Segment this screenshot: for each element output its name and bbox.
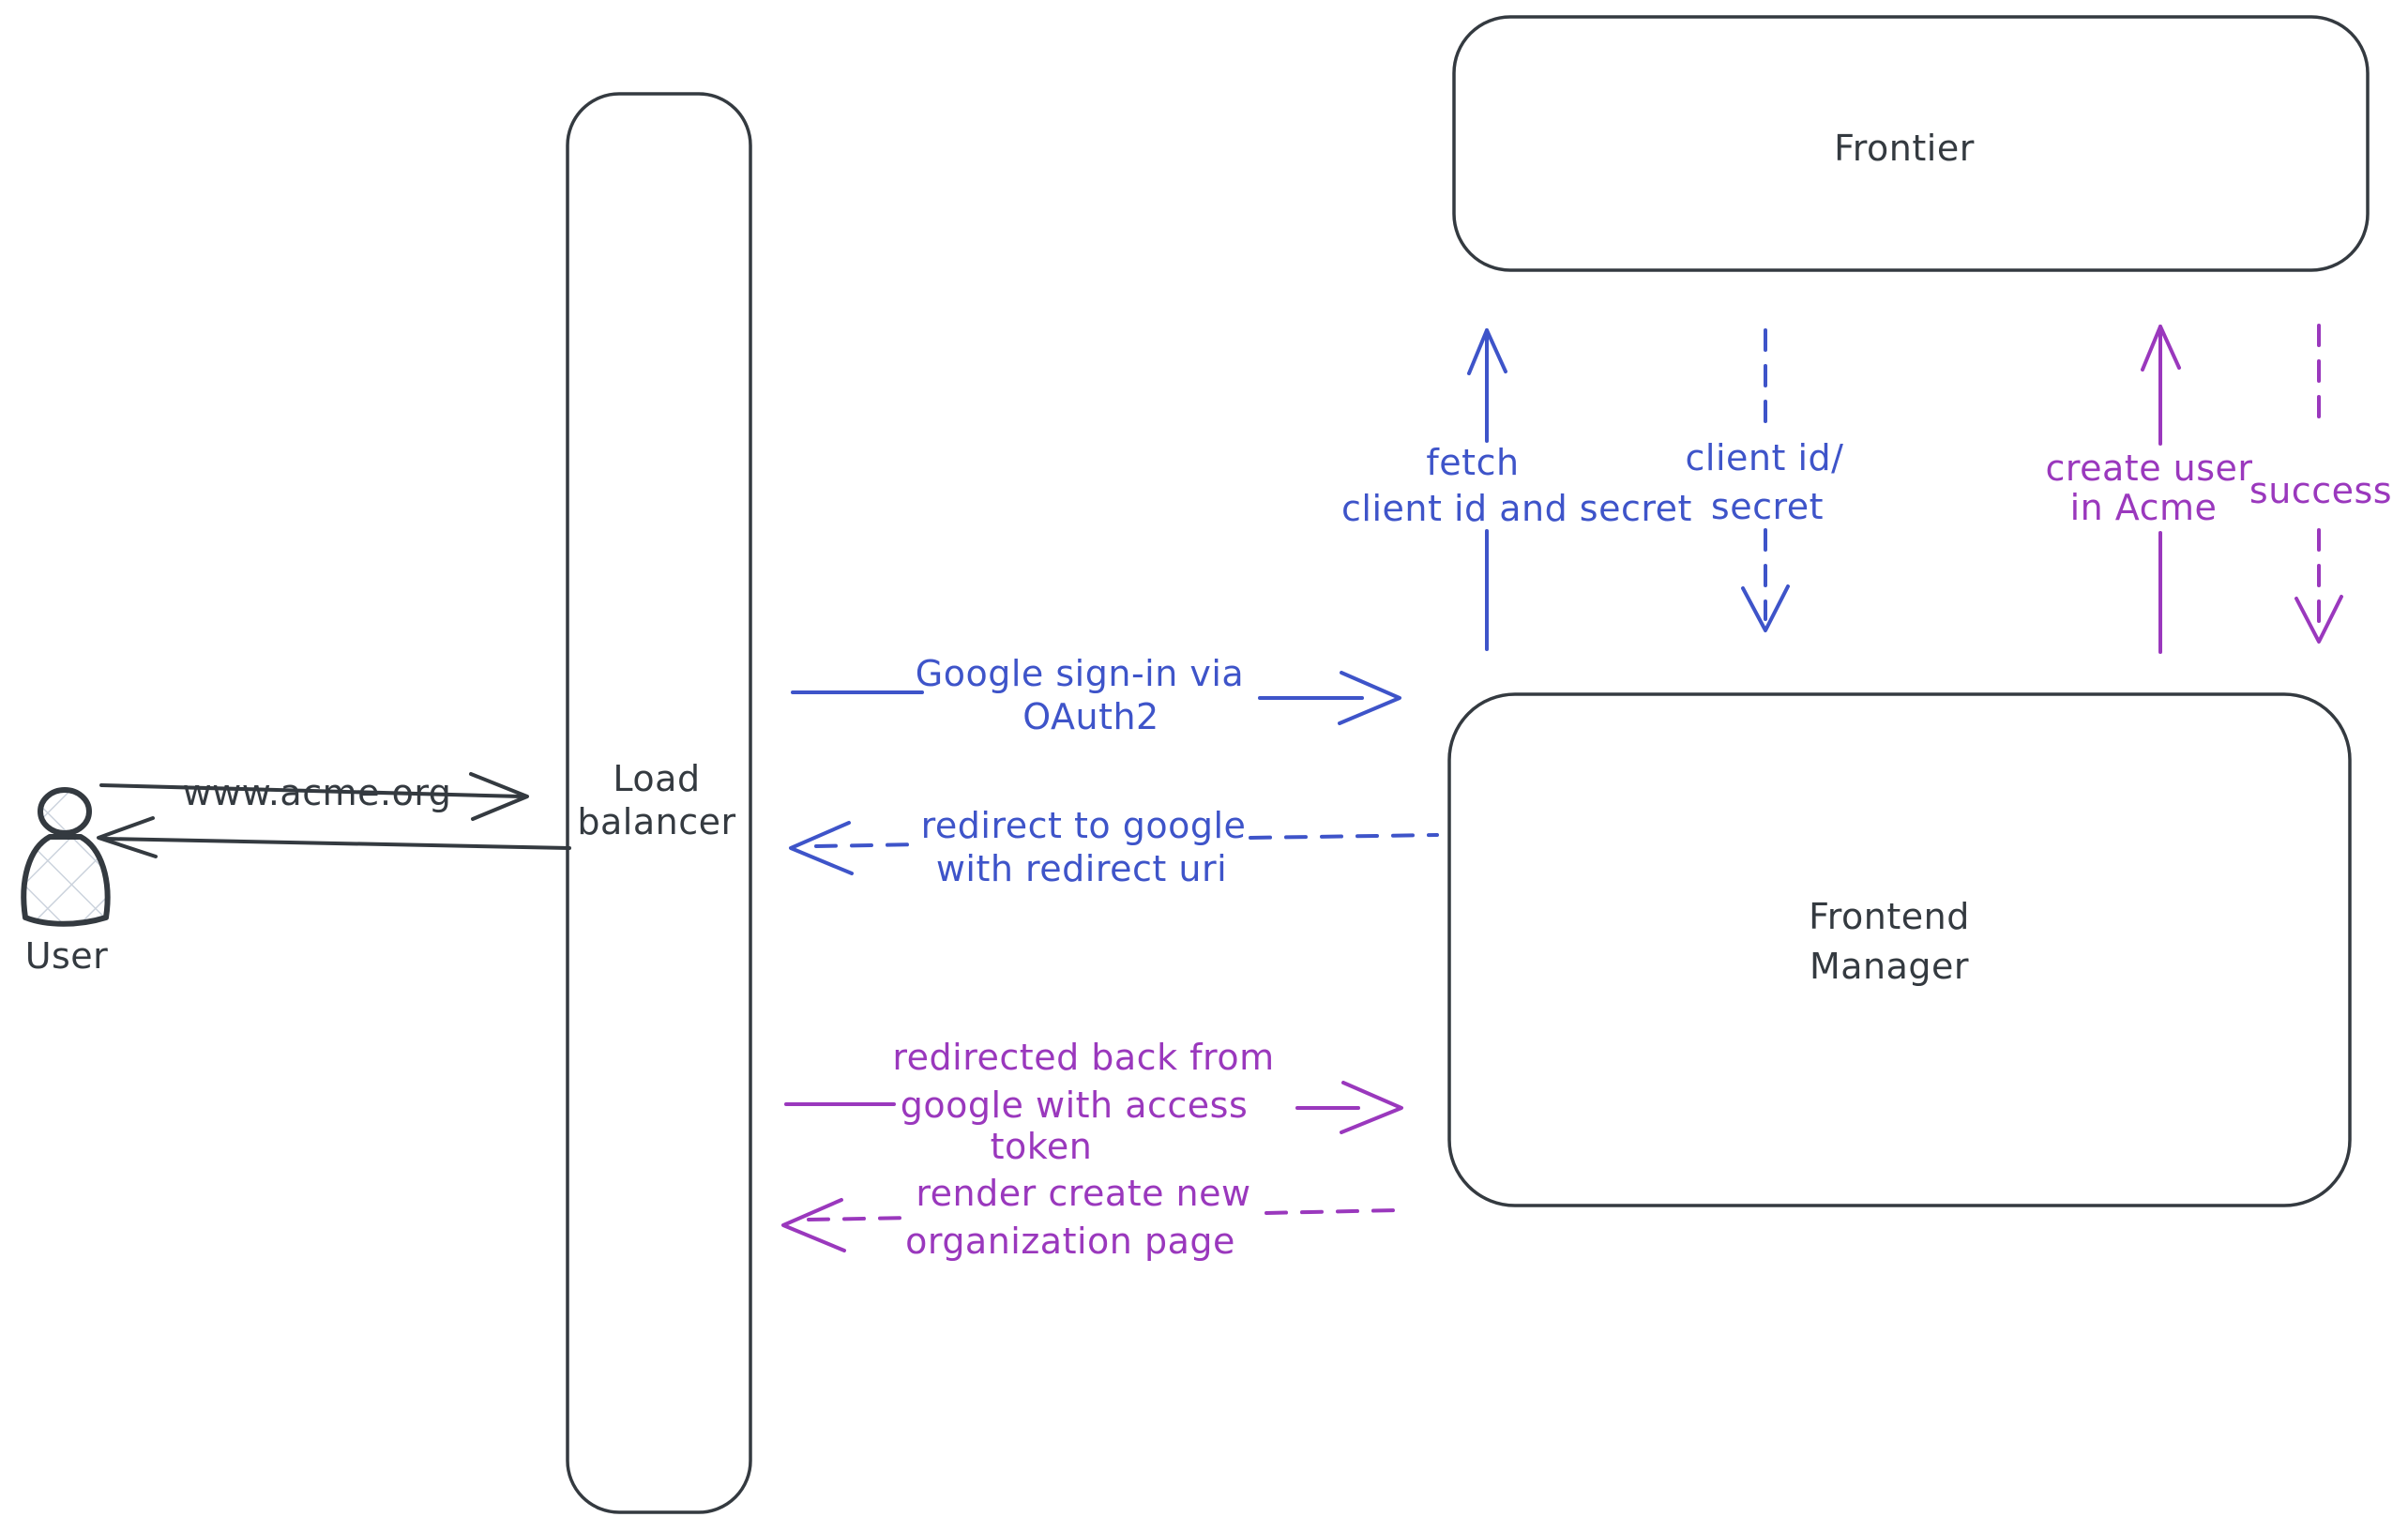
frontend-manager-label-line1: Frontend — [1809, 896, 1970, 937]
arrow-line-left — [814, 842, 924, 848]
arrowhead-up — [2141, 325, 2181, 372]
load-balancer-label-line1: Load — [613, 758, 700, 799]
success-label: success — [2249, 470, 2392, 511]
frontend-manager-box — [1447, 692, 2352, 1207]
create-user-label-line2: in Acme — [2070, 487, 2218, 528]
render-page-label-line1: render create new — [916, 1173, 1250, 1214]
google-signin-label-line2: OAuth2 — [1022, 696, 1159, 737]
load-balancer-box — [566, 92, 752, 1514]
redirected-back-label-line1: redirected back from — [892, 1037, 1274, 1078]
frontend-manager: Frontend Manager — [1447, 692, 2352, 1207]
redirected-back-label-line3: token — [991, 1126, 1093, 1167]
arrow-render-page: render create new organization page — [781, 1173, 1400, 1262]
frontier: Frontier — [1452, 15, 2370, 272]
arrow-fetch-secret: fetch client id and secret — [1341, 328, 1692, 651]
arrowhead-right — [1340, 1081, 1403, 1134]
google-signin-label-line1: Google sign-in via — [916, 653, 1244, 694]
www-acme-label: www.acme.org — [183, 772, 452, 813]
arrow-redirect-google: redirect to google with redirect uri — [789, 805, 1439, 889]
arrow-redirected-back: redirected back from google with access … — [784, 1037, 1403, 1167]
render-page-label-line2: organization page — [905, 1221, 1235, 1262]
arrow-client-id-secret: client id/ secret — [1686, 328, 1844, 632]
fetch-secret-label-line2: client id and secret — [1341, 488, 1692, 529]
arrowhead-right — [1338, 671, 1401, 725]
user-head — [38, 787, 92, 836]
user-body — [21, 834, 111, 927]
arrow-line — [103, 837, 571, 850]
load-balancer: Load balancer — [566, 92, 752, 1514]
arrowhead-down — [1741, 584, 1790, 632]
arrowhead-down — [2294, 595, 2343, 644]
frontier-box — [1452, 15, 2370, 272]
client-id-secret-label-line1: client id/ — [1686, 437, 1844, 478]
user-label: User — [25, 935, 109, 977]
fetch-secret-label-line1: fetch — [1426, 442, 1519, 483]
create-user-label-line1: create user — [2045, 447, 2252, 489]
redirect-google-label-line1: redirect to google — [921, 805, 1247, 846]
arrow-success: success — [2249, 324, 2392, 644]
redirect-google-label-line2: with redirect uri — [936, 848, 1227, 889]
arrowhead-right — [469, 772, 529, 821]
arrow-google-signin: Google sign-in via OAuth2 — [791, 653, 1401, 737]
arrow-return-to-user — [97, 816, 571, 858]
load-balancer-label-line2: balancer — [577, 801, 735, 842]
arrowhead-left — [789, 821, 854, 875]
redirected-back-label-line2: google with access — [901, 1085, 1249, 1126]
frontier-label: Frontier — [1834, 128, 1975, 169]
arrow-www-acme: www.acme.org — [99, 772, 529, 821]
user-actor: User — [21, 787, 111, 977]
arrowhead-left — [781, 1198, 846, 1252]
arrow-line-right — [1249, 833, 1439, 840]
arrowhead-left — [97, 816, 158, 858]
arrow-line — [99, 783, 523, 798]
client-id-secret-label-line2: secret — [1711, 486, 1824, 527]
frontend-manager-label-line2: Manager — [1810, 946, 1969, 987]
arrowhead-up — [1467, 328, 1507, 375]
arrow-line-left — [807, 1216, 915, 1221]
arrow-create-user: create user in Acme — [2045, 325, 2252, 654]
arrow-line-right — [1265, 1208, 1400, 1215]
